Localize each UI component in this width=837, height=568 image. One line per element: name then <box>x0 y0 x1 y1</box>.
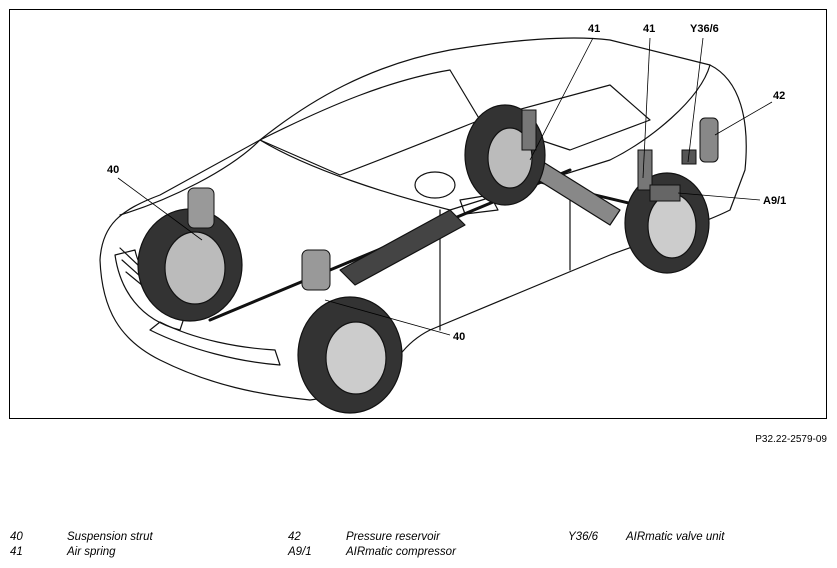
rear-air-spring-right <box>637 149 653 191</box>
leader-y36 <box>687 37 704 163</box>
legend-code-y36-6: Y36/6 <box>568 531 599 543</box>
car-body-outline <box>99 37 747 401</box>
legend-label-41: Air spring <box>67 546 116 558</box>
windshield <box>259 69 481 176</box>
steering-wheel <box>414 171 456 199</box>
callout-42: 42 <box>772 90 787 102</box>
headlight <box>149 321 281 366</box>
legend-code-40: 40 <box>10 531 23 543</box>
callout-41-right: 41 <box>642 23 657 35</box>
car-suspension-illustration <box>99 37 773 414</box>
hood <box>119 139 261 216</box>
callout-41-left: 41 <box>587 23 602 35</box>
diagram-frame: 40 40 41 41 Y36/6 42 A9/1 <box>9 9 827 419</box>
mirror <box>459 194 499 215</box>
front-strut-right <box>301 249 331 291</box>
legend-label-42: Pressure reservoir <box>346 531 440 543</box>
leader-42 <box>714 101 773 136</box>
rear-air-spring-left <box>521 109 537 151</box>
leader-40-front-right <box>324 299 451 336</box>
legend-label-a9-1: AIRmatic compressor <box>346 546 456 558</box>
legend-label-y36-6: AIRmatic valve unit <box>626 531 725 543</box>
compressor <box>649 184 681 202</box>
callout-a9-1: A9/1 <box>762 195 788 207</box>
leader-40-front-left <box>117 177 203 241</box>
callout-40-front-left: 40 <box>106 164 121 176</box>
legend-label-40: Suspension strut <box>67 531 153 543</box>
front-strut-left <box>187 187 215 229</box>
pressure-reservoir <box>699 117 719 163</box>
figure-reference: P32.22-2579-09 <box>755 434 827 445</box>
leader-a91 <box>677 192 761 201</box>
callout-40-front-right: 40 <box>452 331 467 343</box>
legend-code-41: 41 <box>10 546 23 558</box>
leader-41-left <box>529 37 594 161</box>
legend-code-42: 42 <box>288 531 301 543</box>
legend-code-a9-1: A9/1 <box>288 546 312 558</box>
callout-y36-6: Y36/6 <box>689 23 720 35</box>
leader-41-right <box>642 37 651 179</box>
